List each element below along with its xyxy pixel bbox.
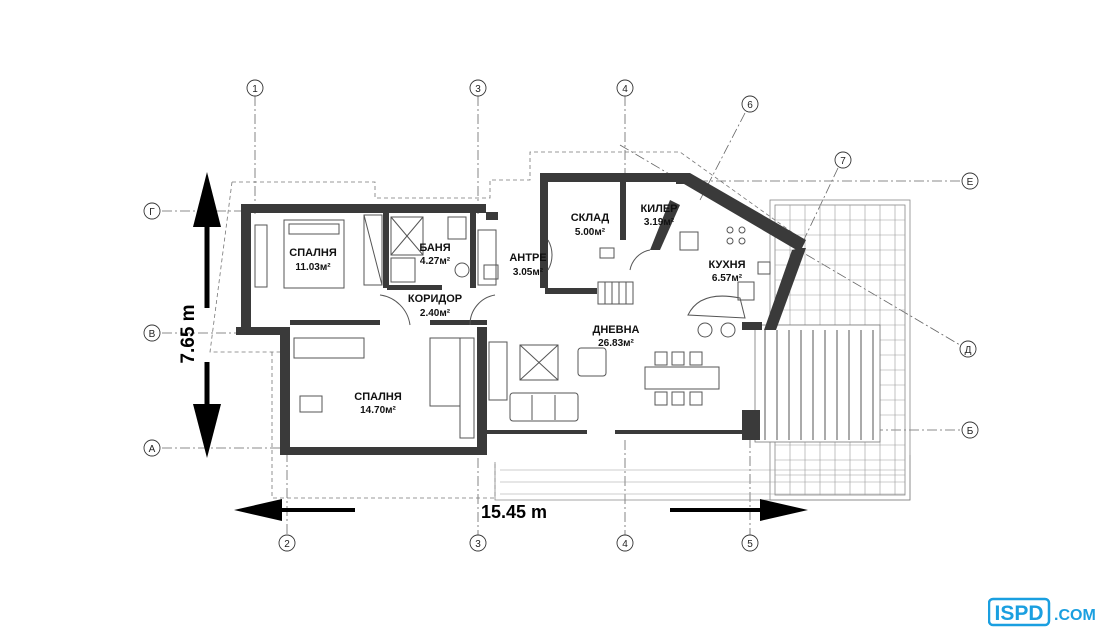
svg-text:3: 3	[475, 539, 481, 550]
grid-bubble-bottom-4: 4	[616, 534, 634, 552]
grid-bubble-top-1: 1	[246, 79, 264, 97]
room-area-bedroom1: 11.03м²	[295, 262, 331, 273]
grid-bubble-top-3: 3	[469, 79, 487, 97]
grid-bubble-right-b: Б	[961, 421, 979, 439]
svg-text:4: 4	[622, 539, 628, 550]
grid-bubble-right-d: Д	[959, 340, 977, 358]
room-label-storage: СКЛАД	[571, 212, 610, 224]
furniture	[254, 214, 771, 439]
room-label-hall: АНТРЕ	[509, 252, 546, 264]
room-area-corridor: 2.40м²	[420, 308, 451, 319]
grid-bubble-bottom-2: 2	[278, 534, 296, 552]
room-label-bedroom1: СПАЛНЯ	[289, 247, 337, 259]
dimension-depth-label: 7.65 m	[178, 304, 199, 363]
svg-text:4: 4	[622, 84, 628, 95]
grid-bubble-top-6: 6	[741, 95, 759, 113]
room-area-living: 26.83м²	[598, 338, 634, 349]
room-label-living: ДНЕВНА	[593, 324, 640, 336]
svg-text:В: В	[149, 329, 156, 340]
room-label-kitchen: КУХНЯ	[708, 259, 745, 271]
grid-bubble-right-e: Е	[961, 172, 979, 190]
room-area-pantry: 3.19м²	[644, 217, 675, 228]
grid-bubble-top-4: 4	[616, 79, 634, 97]
svg-text:6: 6	[747, 100, 753, 111]
dimension-horizontal: 15.45 m	[234, 499, 808, 522]
room-area-storage: 5.00м²	[575, 227, 606, 238]
room-label-pantry: КИЛЕР	[640, 203, 677, 215]
svg-text:3: 3	[475, 84, 481, 95]
grid-bubble-top-7: 7	[834, 151, 852, 169]
logo-text: ISPD	[994, 602, 1043, 625]
svg-text:Д: Д	[965, 345, 972, 356]
room-area-bath: 4.27м²	[420, 256, 451, 267]
walls	[236, 173, 806, 455]
ispd-logo: ISPD .COM	[988, 597, 1096, 627]
grid-bubble-left-a: А	[143, 439, 161, 457]
dimension-vertical: 7.65 m	[178, 172, 221, 458]
grid-bubbles: 1 3 4 6 7 2 3 4	[143, 79, 979, 552]
room-label-bath: БАНЯ	[419, 242, 450, 254]
room-label-corridor: КОРИДОР	[408, 293, 462, 305]
svg-text:Б: Б	[967, 426, 974, 437]
terrace	[494, 199, 911, 501]
grid-bubble-bottom-3: 3	[469, 534, 487, 552]
grid-bubble-bottom-5: 5	[741, 534, 759, 552]
svg-text:5: 5	[747, 539, 753, 550]
room-labels: СПАЛНЯ 11.03м² БАНЯ 4.27м² КОРИДОР 2.40м…	[289, 203, 745, 416]
svg-text:Г: Г	[149, 207, 155, 218]
svg-text:7: 7	[840, 156, 846, 167]
room-area-hall: 3.05м²	[513, 267, 544, 278]
svg-text:А: А	[149, 444, 156, 455]
logo-suffix: .COM	[1054, 607, 1096, 624]
svg-text:1: 1	[252, 84, 258, 95]
room-label-bedroom2: СПАЛНЯ	[354, 391, 402, 403]
grid-bubble-left-v: В	[143, 324, 161, 342]
svg-text:Е: Е	[967, 177, 974, 188]
dimension-width-label: 15.45 m	[481, 502, 547, 522]
grid-bubble-left-g: Г	[143, 202, 161, 220]
room-area-kitchen: 6.57м²	[712, 273, 743, 284]
room-area-bedroom2: 14.70м²	[360, 405, 396, 416]
svg-text:2: 2	[284, 539, 290, 550]
